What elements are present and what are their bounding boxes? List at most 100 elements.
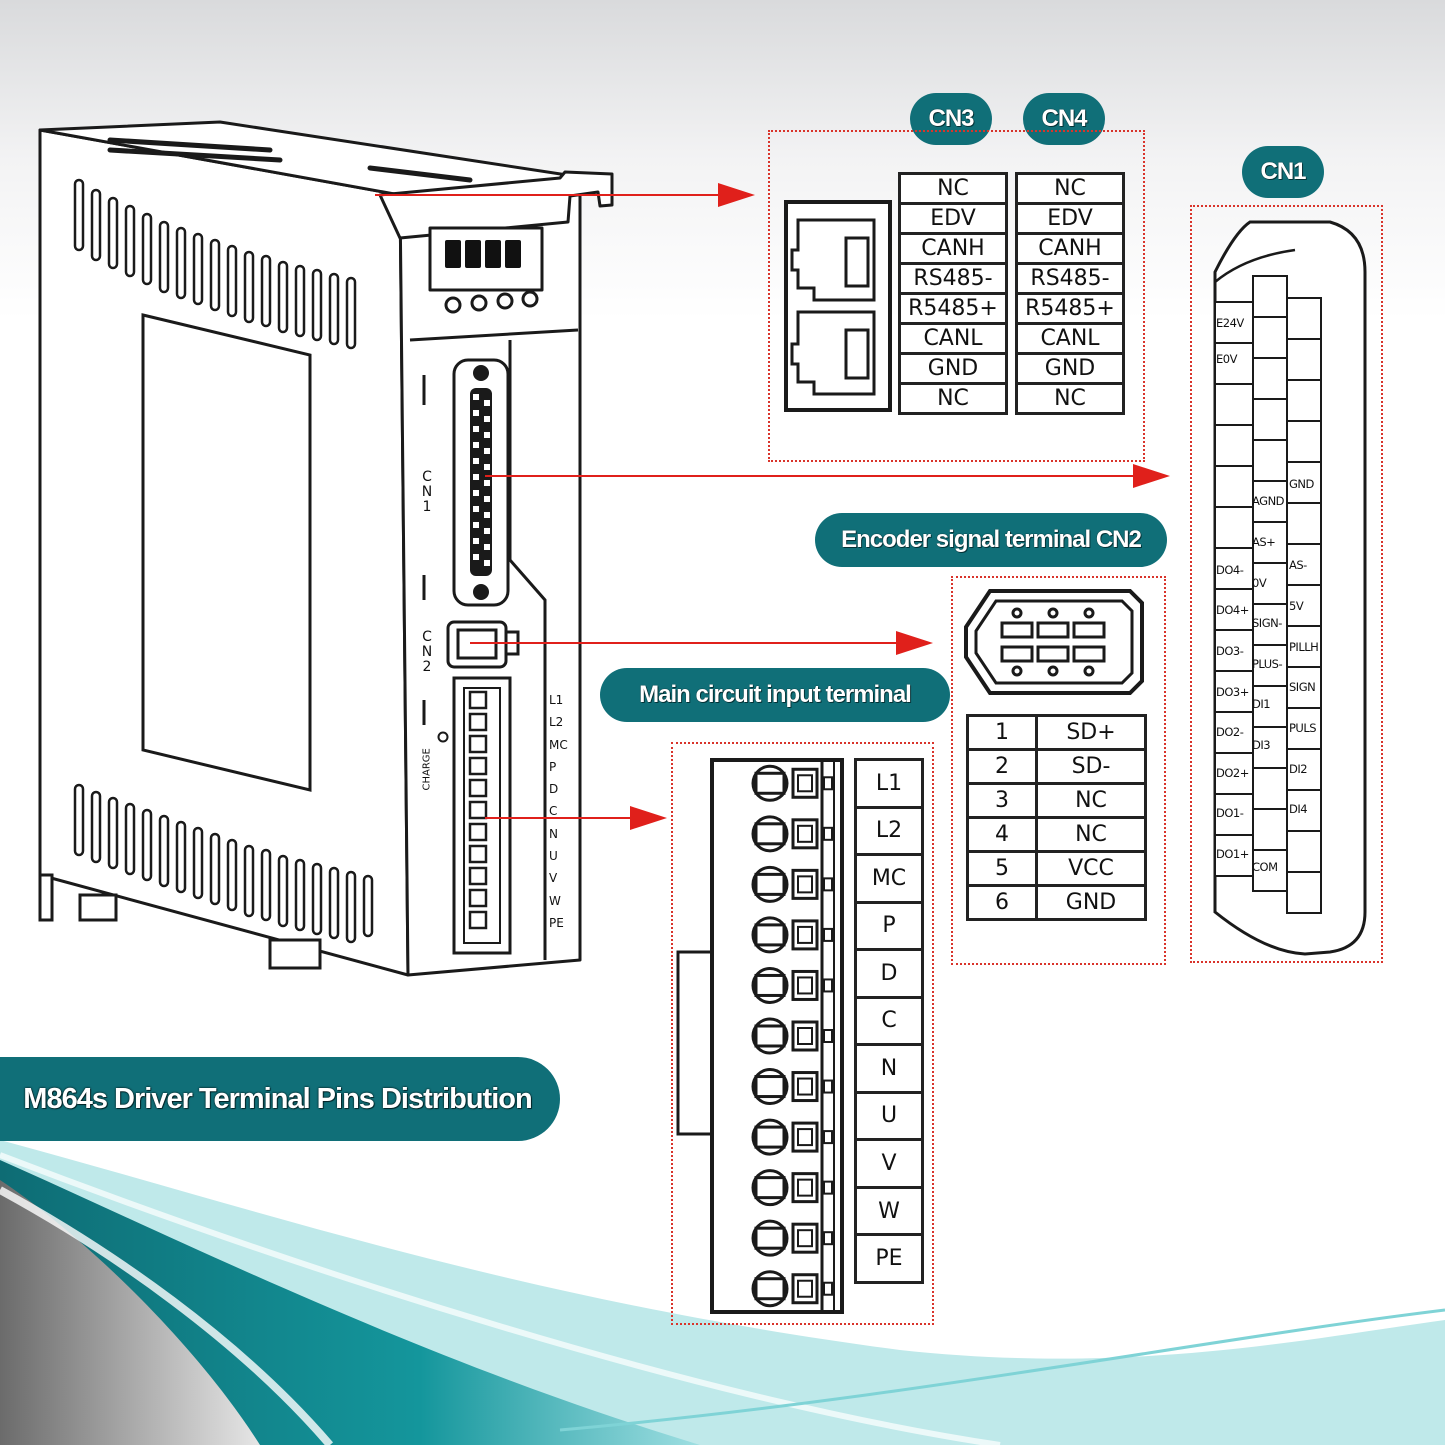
- encoder-pin-number: 5: [966, 850, 1038, 887]
- cn1-pin-label: DI2: [1289, 762, 1308, 776]
- main-circuit-pin: L1: [854, 758, 924, 809]
- main-circuit-pin: N: [854, 1043, 924, 1094]
- cn1-pin-label: E24V: [1216, 316, 1244, 330]
- encoder-pin-signal: NC: [1035, 782, 1147, 819]
- device-terminal-label: D: [549, 782, 559, 797]
- encoder-pin-signal: VCC: [1035, 850, 1147, 887]
- cn3-pin: RS485-: [898, 262, 1008, 295]
- cn3-pin: GND: [898, 352, 1008, 385]
- cn1-pin-label: DO2+: [1216, 766, 1249, 780]
- cn1-pin-label: DO2-: [1216, 725, 1244, 739]
- device-terminal-label: W: [549, 893, 561, 908]
- main-circuit-frame: [671, 742, 934, 1325]
- cn1-pin-label: AGND: [1252, 494, 1285, 508]
- cn4-pin: EDV: [1015, 202, 1125, 235]
- background-waves: [0, 1140, 1445, 1445]
- cn1-pin-label: DI3: [1252, 738, 1271, 752]
- cn1-pin-label: SIGN: [1289, 680, 1316, 694]
- cn3-pin: EDV: [898, 202, 1008, 235]
- main-circuit-pin: PE: [854, 1233, 924, 1284]
- main-circuit-pin: D: [854, 948, 924, 999]
- cn1-pin-label: DO1-: [1216, 806, 1244, 820]
- cn1-pin-label: DO4-: [1216, 563, 1244, 577]
- cn4-pin: GND: [1015, 352, 1125, 385]
- cn1-pin-label: DO4+: [1216, 603, 1249, 617]
- encoder-pin-number: 6: [966, 884, 1038, 921]
- cn3-badge: CN3: [910, 93, 992, 145]
- main-terminal-block-drawing: [676, 758, 844, 1314]
- encoder-pin-number: 3: [966, 782, 1038, 819]
- encoder-badge: Encoder signal terminal CN2: [815, 513, 1167, 567]
- cn1-connector-drawing: [1213, 220, 1367, 956]
- device-cn2-label: CN2: [421, 629, 433, 675]
- cn1-pin-label: DO3-: [1216, 644, 1244, 658]
- device-terminal-label: MC: [549, 737, 568, 752]
- cn4-badge: CN4: [1023, 93, 1105, 145]
- cn1-pin-label: PILLH: [1289, 640, 1319, 654]
- cn1-frame: [1190, 205, 1383, 963]
- cn4-pin: RS485-: [1015, 262, 1125, 295]
- device-terminal-label: L1: [549, 693, 564, 707]
- cn3-cn4-frame: [768, 130, 1145, 462]
- cn1-pin-label: DO3+: [1216, 685, 1249, 699]
- device-terminal-label: N: [549, 826, 558, 841]
- cn1-pin-label: PLUS-: [1252, 657, 1283, 671]
- cn3-pin: CANH: [898, 232, 1008, 265]
- device-cn1-label: CN1: [421, 469, 433, 515]
- cn1-pin-label: DO1+: [1216, 847, 1249, 861]
- cn1-pin-label: AS-: [1289, 558, 1307, 572]
- device-terminal-label: V: [549, 871, 558, 886]
- device-terminal-label: C: [549, 804, 558, 819]
- cn1-badge: CN1: [1242, 146, 1324, 198]
- cn1-pin-label: PULS: [1289, 721, 1317, 735]
- encoder-frame: [951, 576, 1166, 965]
- device-terminal-label: U: [549, 849, 558, 864]
- cn3-pin: NC: [898, 172, 1008, 205]
- encoder-connector-icon: [964, 589, 1144, 695]
- cn4-pin: NC: [1015, 172, 1125, 205]
- cn1-pin-label: DI1: [1252, 697, 1271, 711]
- driver-drawing: [38, 120, 614, 977]
- cn3-pin: CANL: [898, 322, 1008, 355]
- main-circuit-pin: C: [854, 995, 924, 1047]
- cn1-pin-label: COM: [1252, 860, 1278, 874]
- device-terminal-label: P: [549, 759, 557, 774]
- main-circuit-pin: P: [854, 900, 924, 952]
- cn1-pin-label: E0V: [1216, 352, 1237, 366]
- main-circuit-pin: MC: [854, 853, 924, 904]
- connector-arrows: [375, 183, 1170, 830]
- rj45-ports-icon: [784, 200, 892, 412]
- main-circuit-pin: L2: [854, 805, 924, 857]
- cn4-pin: NC: [1015, 382, 1125, 415]
- title-banner: [0, 1057, 560, 1141]
- main-circuit-pin: W: [854, 1185, 924, 1237]
- encoder-pin-number: 2: [966, 748, 1038, 785]
- main-circuit-badge: Main circuit input terminal: [600, 668, 950, 722]
- cn1-pin-label: 5V: [1289, 599, 1304, 613]
- cn1-pin-label: 0V: [1252, 576, 1267, 590]
- cn1-pin-label: AS+: [1252, 535, 1276, 549]
- encoder-pin-number: 1: [966, 714, 1038, 751]
- encoder-pin-signal: GND: [1035, 884, 1147, 921]
- main-circuit-pin: V: [854, 1138, 924, 1189]
- cn4-pin: CANH: [1015, 232, 1125, 265]
- encoder-pin-signal: SD-: [1035, 748, 1147, 785]
- device-terminal-label: L2: [549, 715, 564, 730]
- encoder-pin-signal: SD+: [1035, 714, 1147, 751]
- page-title: M864s Driver Terminal Pins Distribution: [23, 1083, 532, 1115]
- cn1-pin-label: GND: [1289, 477, 1314, 491]
- main-circuit-pin: U: [854, 1090, 924, 1142]
- encoder-pin-signal: NC: [1035, 816, 1147, 853]
- cn1-pin-label: SIGN-: [1252, 616, 1282, 630]
